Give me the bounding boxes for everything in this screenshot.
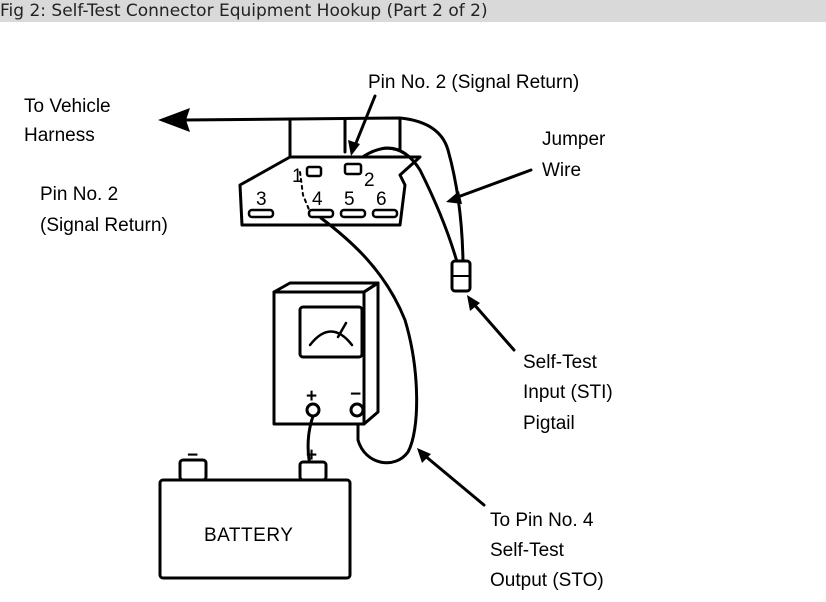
pin-slot-1: [305, 165, 323, 178]
pin-number-4: 4: [312, 189, 323, 210]
sto-label-line1: To Pin No. 4: [490, 510, 594, 531]
sto-callout-line: [422, 453, 486, 507]
pin-number-6: 6: [376, 189, 387, 210]
pin-slot-2: [343, 162, 363, 176]
analog-meter: [272, 281, 380, 426]
meter-needle: [336, 321, 348, 339]
sti-label-line3: Pigtail: [523, 413, 575, 434]
jumper-label-line2: Wire: [542, 160, 581, 181]
meter-negative-terminal: [349, 402, 365, 418]
meter-minus-symbol: −: [350, 384, 361, 405]
battery-minus-symbol: −: [187, 445, 198, 466]
sto-lead-wire: [319, 216, 419, 465]
pin-number-2: 2: [364, 170, 375, 191]
pin2-arrowhead-icon: [348, 140, 360, 156]
self-test-connector: [238, 155, 422, 227]
pin-slot-5: [339, 208, 367, 219]
sti-arrowhead-icon: [467, 295, 480, 311]
arrow-to-vehicle-icon: [158, 108, 190, 132]
internal-dashed-link: [299, 171, 311, 213]
to-vehicle-label-line1: To Vehicle: [24, 96, 111, 117]
pin2-left-label-line2: (Signal Return): [40, 215, 168, 236]
sto-label-line3: Output (STO): [490, 570, 604, 591]
pin-slot-6: [371, 208, 399, 219]
battery: [158, 458, 352, 580]
sto-label-line2: Self-Test: [490, 540, 565, 561]
jumper-callout-line: [453, 168, 533, 200]
battery-label: BATTERY: [204, 525, 293, 546]
pin2-callout-line: [352, 94, 377, 150]
jumper-arrowhead-icon: [446, 191, 462, 204]
pin-number-3: 3: [256, 189, 267, 210]
sto-arrowhead-icon: [417, 448, 431, 463]
figure-title: Fig 2: Self-Test Connector Equipment Hoo…: [0, 1, 488, 21]
title-bar: Fig 2: Self-Test Connector Equipment Hoo…: [0, 0, 826, 22]
to-vehicle-label-line2: Harness: [24, 125, 95, 146]
pin-number-1: 1: [292, 166, 303, 187]
jumper-label-line1: Jumper: [542, 129, 606, 150]
sti-label-line1: Self-Test: [523, 352, 598, 373]
battery-plus-symbol: +: [306, 445, 317, 466]
pin2-left-label-line1: Pin No. 2: [40, 184, 118, 205]
meter-plus-symbol: +: [306, 386, 317, 407]
pin-slot-3: [247, 208, 275, 219]
sti-label-line2: Input (STI): [523, 382, 613, 403]
sti-callout-line: [470, 300, 516, 352]
pin-number-5: 5: [344, 189, 355, 210]
vehicle-harness-cable: [183, 116, 450, 162]
pin2-top-label: Pin No. 2 (Signal Return): [368, 72, 579, 93]
